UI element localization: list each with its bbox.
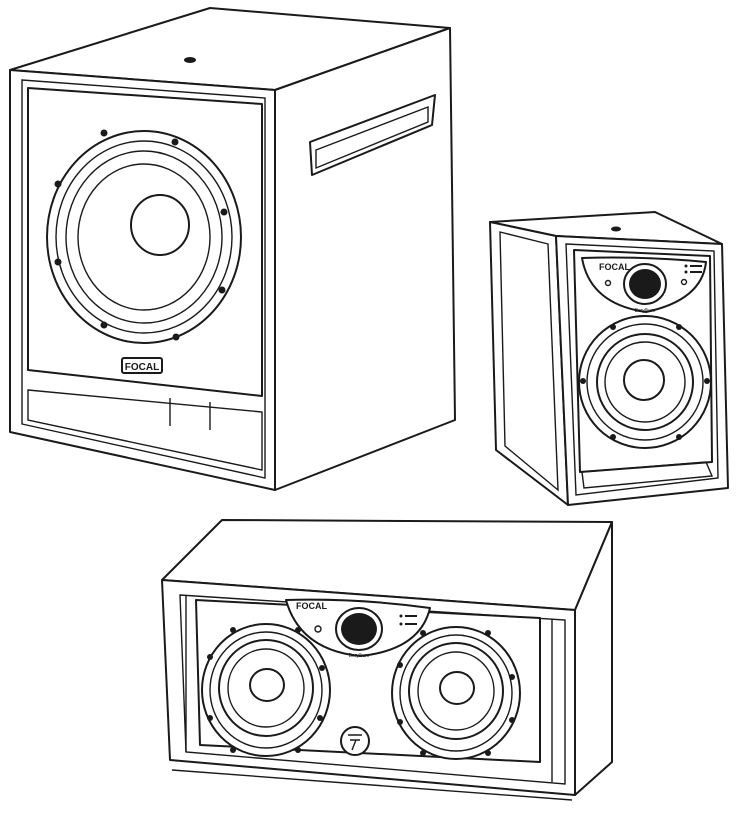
center-tweeter-label: Beryllium xyxy=(349,653,370,659)
screw-icon xyxy=(509,717,515,723)
screw-icon xyxy=(397,662,403,668)
screw-icon xyxy=(485,630,491,636)
subwoofer-logo: FOCAL xyxy=(125,362,159,373)
screw-icon xyxy=(397,719,403,725)
status-lights xyxy=(684,264,702,274)
screw-icon xyxy=(509,674,515,680)
screw-icon xyxy=(317,715,323,721)
led-indicator xyxy=(604,279,612,287)
monitor-logo: FOCAL xyxy=(599,262,630,272)
screw-icon xyxy=(704,378,710,384)
screw-icon xyxy=(485,750,491,756)
focal-emblem-icon xyxy=(340,726,370,756)
subwoofer: FOCAL xyxy=(9,7,456,491)
screw-icon xyxy=(171,138,179,146)
screw-icon xyxy=(218,286,226,294)
monitor-speaker: FOCAL Beryllium xyxy=(489,211,729,506)
screw-icon xyxy=(420,750,426,756)
tweeter-grille xyxy=(341,613,377,645)
screw-icon xyxy=(610,324,616,330)
screw-icon xyxy=(100,129,108,137)
led-indicator xyxy=(314,625,322,633)
center-speaker: FOCAL Beryllium xyxy=(161,519,613,801)
screw-icon xyxy=(230,747,236,753)
status-lights xyxy=(399,614,417,626)
screw-icon xyxy=(676,324,682,330)
dust-cap xyxy=(130,194,190,256)
woofer xyxy=(46,129,242,344)
center-logo: FOCAL xyxy=(296,601,327,611)
woofer-right xyxy=(391,626,521,760)
screw-icon xyxy=(220,208,228,216)
screw-icon xyxy=(54,258,62,266)
screw-icon xyxy=(230,627,236,633)
woofer-left xyxy=(201,623,331,757)
dust-cap xyxy=(439,671,475,705)
dust-cap xyxy=(249,668,285,702)
dust-cap xyxy=(623,359,665,401)
screw-icon xyxy=(295,747,301,753)
screw-icon xyxy=(207,715,213,721)
screw-icon xyxy=(420,630,426,636)
screw-icon xyxy=(676,434,682,440)
woofer xyxy=(578,315,712,449)
screw-icon xyxy=(295,627,301,633)
screw-icon xyxy=(172,333,180,341)
screw-icon xyxy=(207,654,213,660)
screw-icon xyxy=(580,378,586,384)
tweeter-grille xyxy=(629,269,661,299)
led-indicator xyxy=(680,278,688,286)
screw-icon xyxy=(100,321,108,329)
screw-icon xyxy=(54,180,62,188)
screw-icon xyxy=(319,665,325,671)
top-connector-icon xyxy=(184,57,196,63)
screw-icon xyxy=(610,434,616,440)
monitor-tweeter-label: Beryllium xyxy=(635,308,656,314)
top-connector-icon xyxy=(611,226,621,232)
